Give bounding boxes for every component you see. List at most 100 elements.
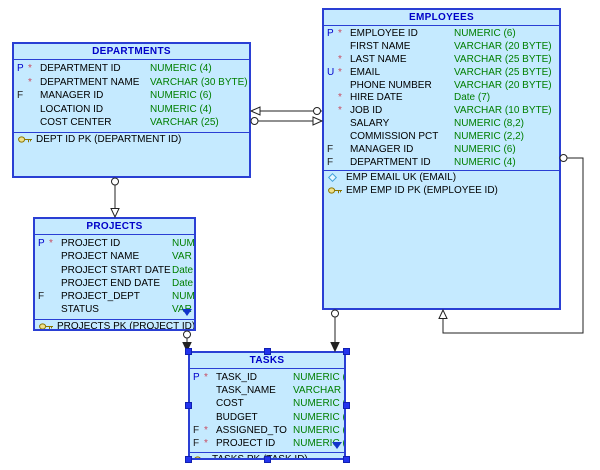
column-datatype: NUMERIC (6) — [293, 411, 346, 423]
selection-handle-top-center[interactable] — [263, 347, 271, 355]
column-datatype: Date (7) — [454, 92, 491, 104]
column-name: LAST NAME — [350, 53, 407, 65]
column-datatype: VARCHAR (30 BYTE) — [150, 76, 248, 88]
required-marker: * — [338, 53, 342, 65]
column-name: PROJECT NAME — [61, 251, 140, 263]
column-name: PROJECT END DATE — [61, 277, 161, 289]
column-name: PROJECT ID — [216, 437, 276, 449]
overflow-indicator-icon[interactable] — [332, 442, 342, 449]
column-name: FIRST NAME — [350, 40, 411, 52]
column-row: P * EMPLOYEE ID NUMERIC (6) — [324, 28, 559, 41]
relationship-employees-tasks[interactable] — [330, 309, 340, 353]
selection-handle-top-right[interactable] — [342, 347, 350, 355]
column-datatype: NUMERIC (6) — [454, 28, 516, 39]
column-row: TASK_NAME VARCHAR (2 — [190, 384, 344, 397]
column-row: BUDGET NUMERIC (6) — [190, 411, 344, 424]
key-label: EMP EMP ID PK (EMPLOYEE ID) — [346, 185, 498, 196]
column-name: TASK_NAME — [216, 385, 276, 397]
required-marker: * — [204, 437, 208, 449]
column-list: P * EMPLOYEE ID NUMERIC (6) FIRST NAME VARCHA… — [324, 26, 559, 170]
column-name: PHONE NUMBER — [350, 79, 432, 91]
key-type-marker: P — [193, 372, 200, 383]
key-list: DEPT ID PK (DEPARTMENT ID) — [14, 132, 249, 176]
column-datatype: Date — [172, 277, 194, 289]
selection-handle-mid-left[interactable] — [184, 401, 192, 409]
column-name: STATUS — [61, 304, 99, 316]
required-marker: * — [28, 63, 32, 74]
column-row: PHONE NUMBER VARCHAR (20 BYTE) — [324, 80, 559, 93]
entity-tasks[interactable]: TASKS P * TASK_ID NUMERIC (6) TASK_NAME VARCH… — [188, 351, 346, 460]
selection-handle-mid-right[interactable] — [342, 401, 350, 409]
key-icon — [18, 135, 33, 148]
entity-employees[interactable]: EMPLOYEES P * EMPLOYEE ID NUMERIC (6) FIRST … — [322, 8, 561, 310]
required-marker: * — [204, 424, 208, 436]
required-marker: * — [338, 28, 342, 39]
column-name: MANAGER ID — [40, 90, 104, 101]
column-datatype: VARCHAR (25 BYTE) — [454, 53, 552, 65]
key-label: EMP EMAIL UK (EMAIL) — [346, 172, 457, 183]
column-name: JOB ID — [350, 105, 383, 117]
column-datatype: NUMERIC (6) — [293, 398, 344, 410]
required-marker: * — [204, 372, 208, 383]
key-row: EMP EMAIL UK (EMAIL) — [324, 171, 559, 184]
column-datatype: NUMERIC (4) — [150, 63, 212, 74]
relationship-departments-projects[interactable] — [110, 177, 120, 219]
key-label: PROJECTS PK (PROJECT ID) — [57, 321, 194, 331]
column-datatype: Date — [172, 264, 194, 276]
selection-handle-bottom-right[interactable] — [342, 455, 350, 463]
column-datatype: NUMERIC (8,2) — [454, 118, 525, 130]
column-datatype: NUM — [172, 238, 195, 249]
entity-title: TASKS — [190, 353, 344, 369]
column-datatype: VARCHAR (10 BYTE) — [454, 105, 552, 117]
key-type-marker: P — [327, 28, 334, 39]
column-datatype: VARCHAR (20 BYTE) — [454, 40, 552, 52]
relationship-employees-departments[interactable] — [249, 106, 322, 116]
column-name: BUDGET — [216, 411, 258, 423]
diamond-icon — [327, 172, 338, 186]
column-datatype: VARCHAR (25 BYTE) — [454, 66, 552, 78]
selection-handle-bottom-center[interactable] — [263, 455, 271, 463]
column-name: EMAIL — [350, 66, 381, 78]
column-row: FIRST NAME VARCHAR (20 BYTE) — [324, 41, 559, 54]
key-row: EMP EMP ID PK (EMPLOYEE ID) — [324, 184, 559, 197]
column-row: * LAST NAME VARCHAR (25 BYTE) — [324, 54, 559, 67]
key-type-marker: F — [193, 424, 200, 436]
column-datatype: NUMERIC (6) — [293, 424, 346, 436]
key-type-marker: U — [327, 66, 335, 78]
column-name: PROJECT START DATE — [61, 264, 171, 276]
column-name: TASK_ID — [216, 372, 257, 383]
entity-title: EMPLOYEES — [324, 10, 559, 26]
column-datatype: NUMERIC (6) — [293, 437, 346, 449]
selection-handle-bottom-left[interactable] — [184, 455, 192, 463]
overflow-indicator-icon[interactable] — [182, 309, 192, 316]
selection-handle-top-left[interactable] — [184, 347, 192, 355]
entity-title: DEPARTMENTS — [14, 44, 249, 60]
column-name: DEPARTMENT ID — [350, 156, 431, 168]
key-icon — [194, 455, 209, 458]
column-name: MANAGER ID — [350, 144, 414, 156]
relationship-departments-employees[interactable] — [250, 116, 324, 126]
required-marker: * — [338, 105, 342, 117]
key-icon — [39, 322, 54, 329]
column-datatype: VARCHAR (2 — [293, 385, 344, 397]
column-name: LOCATION ID — [40, 103, 104, 115]
column-datatype: VARCHAR (20 BYTE) — [454, 79, 552, 91]
column-name: EMPLOYEE ID — [350, 28, 418, 39]
key-icon — [328, 186, 343, 199]
column-name: HIRE DATE — [350, 92, 403, 104]
